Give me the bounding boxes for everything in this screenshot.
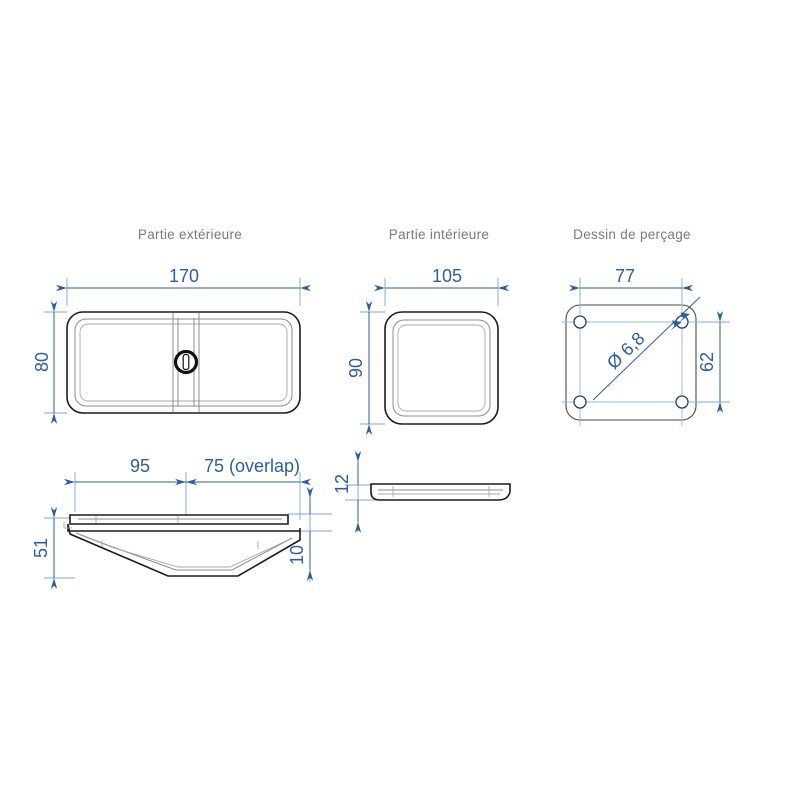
dim-label-90: 90 — [346, 358, 366, 378]
dim-label-105: 105 — [432, 266, 462, 286]
dim-label-77: 77 — [615, 266, 635, 286]
dim-label-75-overlap: 75 (overlap) — [204, 456, 300, 476]
exterior-body-inner-1 — [74, 318, 293, 407]
interior-side-profile — [370, 483, 511, 501]
drill-hole-bottom-left — [573, 395, 587, 409]
dim-label-12: 12 — [332, 474, 352, 494]
drill-hole-top-left — [573, 315, 587, 329]
keyhole-slot-icon — [182, 353, 190, 371]
side-hook-detail — [63, 522, 72, 529]
exterior-body-inner-2 — [79, 323, 288, 402]
drilling-plate-outline — [565, 304, 697, 421]
side-body-inner-edge-2 — [79, 534, 289, 568]
interior-body-outline — [384, 311, 499, 425]
view-title-interior: Partie intérieure — [389, 227, 489, 242]
view-title-exterior: Partie extérieure — [138, 227, 242, 242]
dim-label-80: 80 — [32, 352, 52, 372]
view-interior-front: 105 90 — [346, 266, 509, 435]
interior-body-inner-2 — [397, 324, 486, 412]
view-interior-side: 12 — [332, 451, 511, 533]
interior-body-inner-1 — [392, 319, 491, 417]
drill-hole-bottom-right — [675, 395, 689, 409]
view-exterior-front: 170 80 — [32, 266, 311, 424]
view-exterior-side: 95 75 (overlap) 51 10 — [31, 456, 332, 589]
dim-label-10: 10 — [287, 545, 307, 565]
dim-label-170: 170 — [169, 266, 199, 286]
dim-arrow-diameter-b — [679, 312, 690, 323]
side-body-profile — [67, 523, 301, 577]
dim-arrow-diameter-a — [670, 320, 682, 331]
dim-label-62: 62 — [697, 352, 717, 372]
view-title-drilling: Dessin de perçage — [573, 227, 691, 242]
dim-label-95: 95 — [130, 456, 150, 476]
dim-label-51: 51 — [31, 538, 51, 558]
